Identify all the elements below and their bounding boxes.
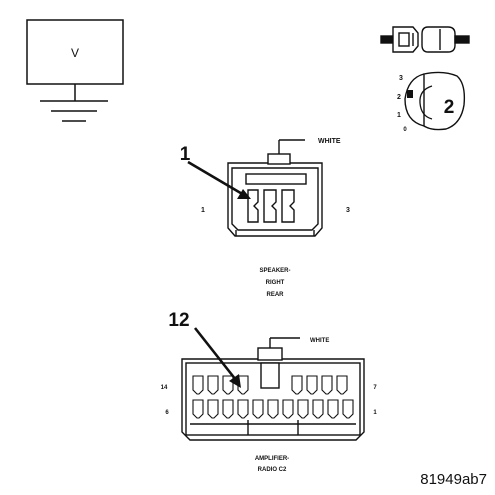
amplifier-name-line-2: RADIO C2: [258, 467, 287, 473]
key-callout-number: 2: [444, 97, 455, 118]
amplifier-wire-color-label: WHITE: [310, 338, 329, 344]
amplifier-pin-1-label: 1: [373, 410, 377, 416]
speaker-callout-arrow: [187, 160, 251, 199]
connector-disconnect-icon: [380, 26, 470, 53]
amplifier-callout-number: 12: [168, 310, 189, 331]
meter-label: V: [71, 46, 79, 60]
amplifier-cavities: [192, 375, 354, 419]
speaker-pin-3-label: 3: [346, 207, 350, 214]
key-position-2: 2: [397, 94, 401, 101]
figure-id: 81949ab7: [420, 471, 487, 488]
speaker-name-line-2: RIGHT: [266, 280, 285, 286]
speaker-callout-number: 1: [180, 144, 191, 165]
key-position-1: 1: [397, 112, 401, 119]
key-position-0: 0: [403, 127, 407, 133]
voltmeter-symbol: V: [26, 19, 124, 85]
amplifier-callout-arrow: [193, 327, 241, 388]
speaker-name-line-3: REAR: [266, 292, 284, 298]
amplifier-pin-7-label: 7: [373, 385, 377, 391]
key-position-3: 3: [399, 75, 403, 82]
speaker-wire-color-label: WHITE: [318, 138, 341, 145]
amplifier-name-line-1: AMPLIFIER-: [255, 456, 289, 462]
speaker-connector: [227, 139, 323, 237]
amplifier-pin-6-label: 6: [165, 410, 169, 416]
amplifier-pin-14-label: 14: [161, 385, 168, 391]
ground-icon: [40, 84, 108, 122]
speaker-pin-1-label: 1: [201, 207, 205, 214]
ignition-key-icon: 3 2 1 0 2: [397, 71, 466, 133]
speaker-name-line-1: SPEAKER-: [259, 268, 290, 274]
